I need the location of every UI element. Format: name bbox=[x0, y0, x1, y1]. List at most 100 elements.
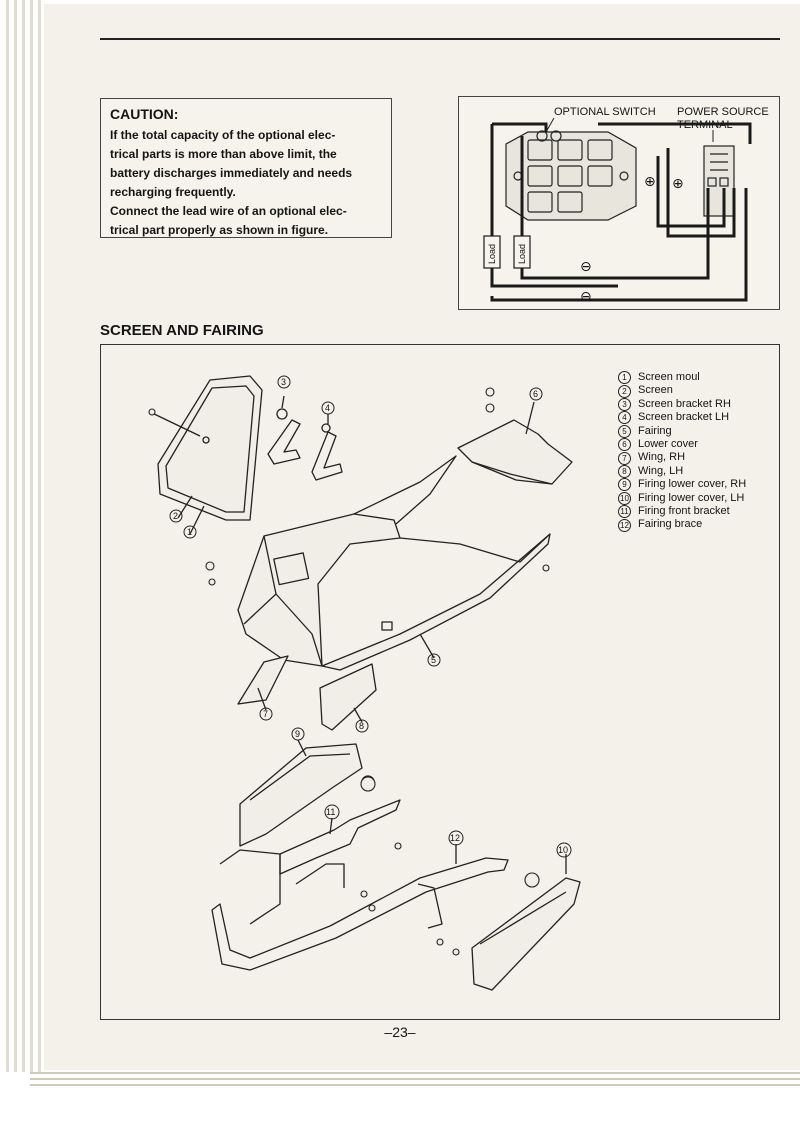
minus-symbol: ⊖ bbox=[580, 289, 592, 305]
legend-label: Screen bracket LH bbox=[638, 411, 730, 424]
caution-box: CAUTION: If the total capacity of the op… bbox=[100, 98, 392, 238]
exploded-parts-diagram: 1 2 3 4 5 6 7 8 9 10 11 12 bbox=[148, 375, 581, 991]
legend-label: Wing, LH bbox=[638, 464, 684, 477]
lower-cover-lh-drawing bbox=[471, 877, 581, 991]
callout-12: 12 bbox=[448, 830, 464, 846]
page-number: –23– bbox=[384, 1024, 416, 1040]
svg-text:12: 12 bbox=[450, 833, 460, 843]
header-rule bbox=[100, 38, 780, 40]
legend-item: 4 Screen bracket LH bbox=[618, 411, 746, 425]
legend-number: 4 bbox=[618, 411, 631, 425]
power-source-label: POWER SOURCE bbox=[677, 106, 769, 118]
callout-11: 11 bbox=[324, 804, 340, 820]
callout-2: 2 bbox=[169, 509, 183, 523]
plus-symbol: ⊕ bbox=[644, 174, 656, 190]
legend-label: Firing lower cover, RH bbox=[638, 478, 747, 491]
svg-text:5: 5 bbox=[431, 655, 436, 665]
legend-item: 10 Firing lower cover, LH bbox=[618, 492, 746, 505]
fairing-drawing bbox=[237, 455, 551, 671]
optional-switch-label: OPTIONAL SWITCH bbox=[554, 106, 656, 118]
front-bracket-drawing bbox=[219, 775, 401, 925]
caution-title: CAUTION: bbox=[110, 106, 179, 122]
page-stack-bottom bbox=[30, 1078, 800, 1080]
svg-text:4: 4 bbox=[325, 403, 330, 413]
legend-item: 3 Screen bracket RH bbox=[618, 397, 746, 412]
page-stack-edge bbox=[6, 0, 9, 1072]
svg-text:2: 2 bbox=[173, 511, 178, 521]
svg-text:11: 11 bbox=[326, 807, 335, 817]
callout-5: 5 bbox=[427, 653, 441, 667]
load-label: Load bbox=[517, 244, 527, 264]
callout-1: 1 bbox=[183, 525, 197, 539]
callout-numbers: 1 2 3 4 5 6 7 8 9 10 11 12 bbox=[169, 375, 572, 858]
legend-label: Firing front bracket bbox=[638, 505, 730, 518]
legend-label: Firing lower cover, LH bbox=[638, 491, 745, 504]
lower-cover-rh-drawing bbox=[239, 743, 363, 847]
callout-4: 4 bbox=[321, 401, 335, 415]
legend-number: 10 bbox=[618, 491, 631, 505]
svg-text:10: 10 bbox=[558, 845, 568, 855]
load-block: Load bbox=[483, 235, 501, 269]
legend-item: 11 Firing front bracket bbox=[618, 505, 746, 519]
svg-text:1: 1 bbox=[187, 527, 192, 537]
legend-number: 3 bbox=[618, 398, 631, 412]
legend-label: Fairing brace bbox=[638, 518, 703, 531]
legend-label: Fairing bbox=[638, 424, 672, 437]
legend-item: 7 Wing, RH bbox=[618, 451, 746, 465]
legend-number: 12 bbox=[618, 518, 631, 532]
svg-text:8: 8 bbox=[359, 721, 364, 731]
svg-text:6: 6 bbox=[533, 389, 538, 399]
minus-symbol: ⊖ bbox=[580, 259, 592, 275]
legend-item: 12 Fairing brace bbox=[618, 518, 746, 532]
legend-label: Wing, RH bbox=[638, 451, 686, 464]
legend-number: 1 bbox=[618, 371, 631, 385]
page-stack-edge bbox=[30, 0, 33, 1072]
legend-number: 5 bbox=[618, 424, 631, 438]
legend-label: Screen bracket RH bbox=[638, 397, 731, 410]
svg-text:3: 3 bbox=[281, 377, 286, 387]
legend-label: Screen moul bbox=[638, 371, 700, 383]
caution-line: trical part properly as shown in figure. bbox=[110, 223, 329, 237]
page-stack-bottom bbox=[30, 1084, 800, 1086]
legend-number: 11 bbox=[618, 505, 631, 519]
optional-switch-icon bbox=[505, 130, 637, 221]
page-stack-edge bbox=[22, 0, 25, 1072]
legend-label: Lower cover bbox=[638, 438, 698, 451]
lower-cover-drawing bbox=[457, 419, 573, 485]
legend-item: 2 Screen bbox=[618, 384, 746, 398]
legend-number: 7 bbox=[618, 451, 631, 465]
callout-10: 10 bbox=[556, 842, 572, 858]
legend-number: 6 bbox=[618, 438, 631, 452]
page-stack-bottom bbox=[30, 1072, 800, 1074]
plus-symbol: ⊕ bbox=[672, 176, 684, 192]
section-title: SCREEN AND FAIRING bbox=[100, 322, 264, 339]
legend-item: 5 Fairing bbox=[618, 425, 746, 438]
callout-3: 3 bbox=[277, 375, 291, 389]
legend-number: 2 bbox=[618, 384, 631, 398]
callout-6: 6 bbox=[529, 387, 543, 401]
callout-8: 8 bbox=[355, 719, 369, 733]
parts-diagram-frame bbox=[100, 344, 780, 1020]
callout-9: 9 bbox=[291, 727, 305, 741]
load-block: Load bbox=[513, 235, 531, 269]
load-label: Load bbox=[487, 244, 497, 264]
legend-item: 1 Screen moul bbox=[618, 371, 746, 385]
legend-label: Screen bbox=[638, 384, 673, 397]
caution-line: recharging frequently. bbox=[110, 185, 236, 199]
caution-text: If the total capacity of the optional el… bbox=[110, 126, 382, 240]
legend-item: 8 Wing, LH bbox=[618, 464, 746, 479]
wing-drawing bbox=[237, 655, 377, 731]
bolt-icons bbox=[148, 387, 550, 956]
callout-7: 7 bbox=[259, 707, 273, 721]
page-stack-edge bbox=[38, 0, 41, 1072]
page-stack-edge bbox=[14, 0, 17, 1072]
screen-bracket-drawing bbox=[267, 408, 343, 481]
svg-text:9: 9 bbox=[295, 729, 300, 739]
caution-line: If the total capacity of the optional el… bbox=[110, 128, 336, 142]
caution-line: Connect the lead wire of an optional ele… bbox=[110, 204, 347, 218]
legend-item: 6 Lower cover bbox=[618, 438, 746, 452]
legend-number: 8 bbox=[618, 465, 631, 479]
screen-drawing bbox=[149, 375, 263, 521]
